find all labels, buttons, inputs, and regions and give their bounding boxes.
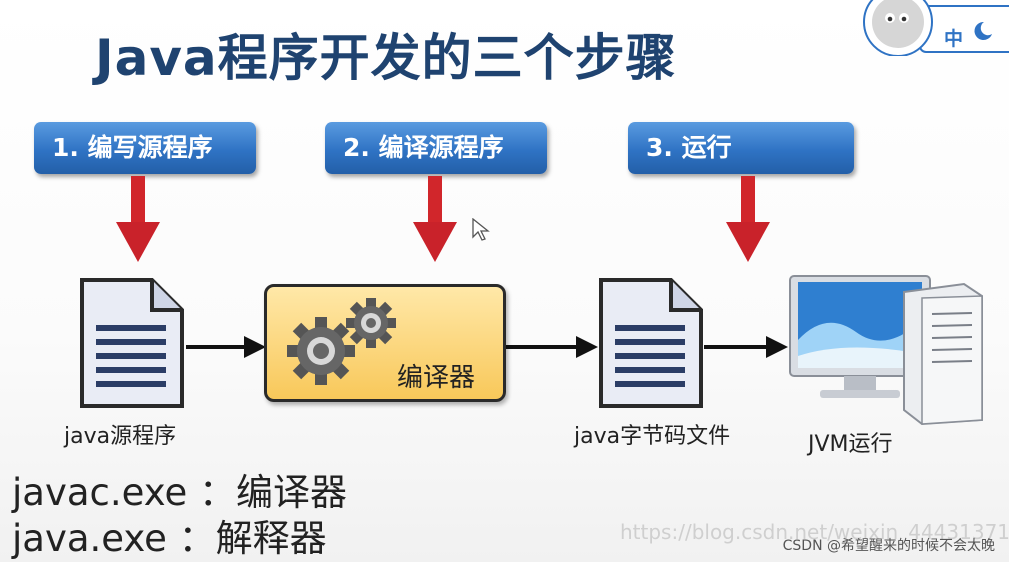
step-2-box: 2. 编译源程序 — [325, 122, 547, 174]
source-file-icon — [80, 278, 184, 408]
jvm-label: JVM运行 — [808, 432, 893, 457]
step-1-box: 1. 编写源程序 — [34, 122, 256, 174]
compiler-box: 编译器 — [264, 284, 506, 402]
cursor-icon — [472, 218, 490, 241]
source-file-label: java源程序 — [64, 424, 177, 449]
red-arrow-icon — [413, 176, 457, 262]
flow-arrow-icon — [186, 336, 266, 358]
computer-icon — [789, 275, 983, 426]
flow-arrow-icon — [506, 336, 598, 358]
ime-badge-text: 中 — [944, 28, 964, 50]
gears-icon — [287, 298, 396, 385]
step-3-box: 3. 运行 — [628, 122, 854, 174]
flow-arrow-icon — [704, 336, 788, 358]
watermark: https://blog.csdn.net/weixin_44431371 — [620, 520, 1009, 544]
red-arrow-icon — [726, 176, 770, 262]
note-java: java.exe ：解释器 — [12, 517, 327, 560]
note-javac: javac.exe ：编译器 — [12, 471, 348, 514]
credit-text: CSDN @希望醒来的时候不会太晚 — [782, 538, 995, 554]
moon-icon — [974, 21, 992, 40]
red-arrow-icon — [116, 176, 160, 262]
ime-badge[interactable] — [860, 0, 1009, 56]
bytecode-file-label: java字节码文件 — [574, 424, 731, 449]
page-title: Java程序开发的三个步骤 — [95, 29, 677, 87]
compiler-label: 编译器 — [397, 363, 476, 393]
bytecode-file-icon — [599, 278, 703, 408]
